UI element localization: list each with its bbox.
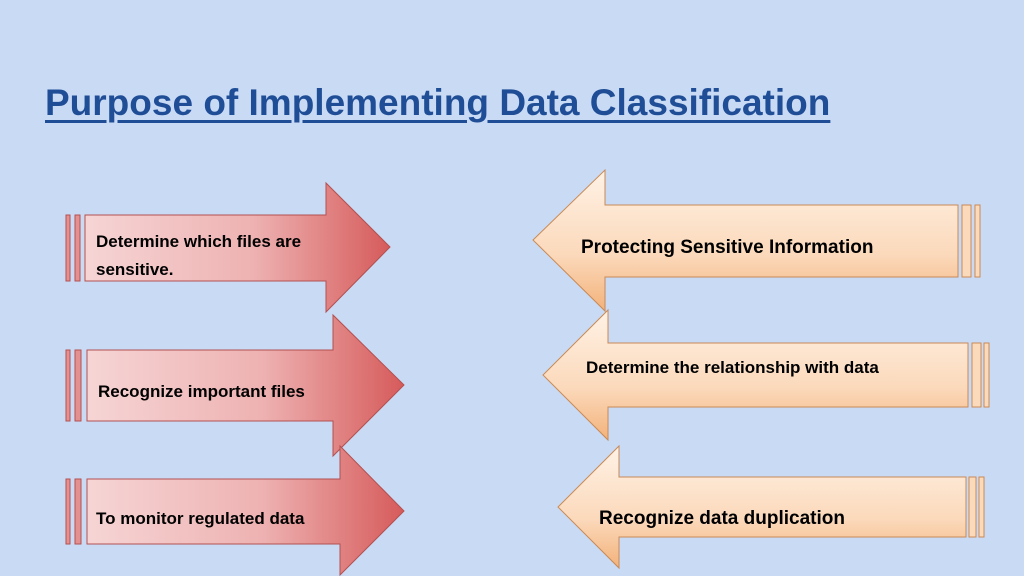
- right-arrow-1-label: Protecting Sensitive Information: [581, 237, 874, 258]
- right-arrow-1: [532, 168, 981, 313]
- left-arrow-3-label: To monitor regulated data: [96, 509, 305, 528]
- right-arrow-3: [557, 444, 985, 570]
- left-arrow-1: [65, 181, 391, 314]
- slide-title: Purpose of Implementing Data Classificat…: [45, 82, 831, 123]
- left-arrow-2: [65, 313, 405, 458]
- right-arrow-2: [542, 308, 990, 442]
- right-arrow-2-label: Determine the relationship with data: [586, 358, 879, 377]
- left-arrow-1-label: Determine which files are sensitive.: [96, 232, 302, 279]
- left-arrow-3: [65, 444, 405, 576]
- right-arrow-3-label: Recognize data duplication: [599, 508, 845, 529]
- left-arrow-2-label: Recognize important files: [98, 382, 305, 401]
